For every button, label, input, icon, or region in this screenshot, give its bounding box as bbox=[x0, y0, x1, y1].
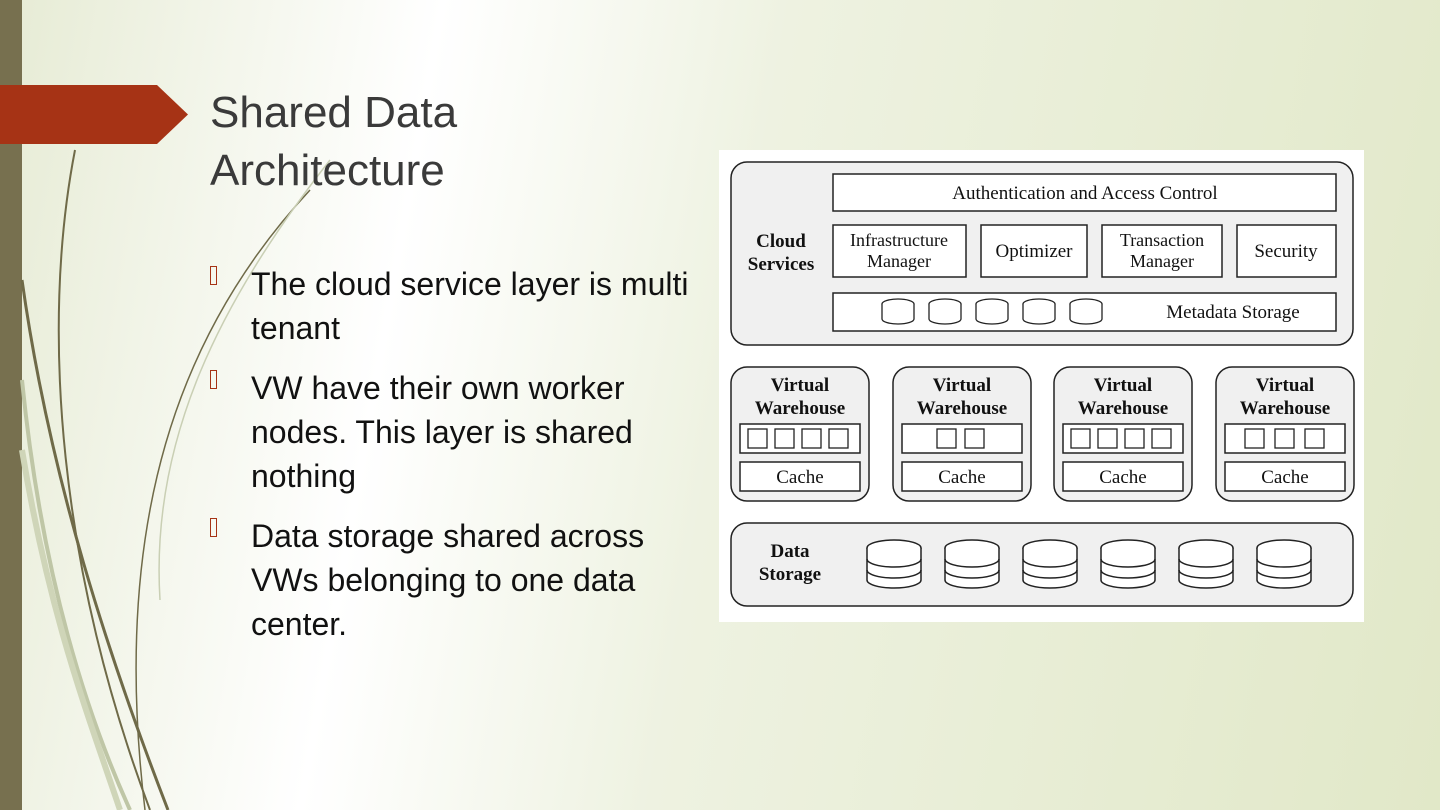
virtual-warehouse-layer: Virtual Warehouse Cache Virtual Warehous… bbox=[730, 366, 1355, 502]
virtual-warehouse-3: Virtual Warehouse Cache bbox=[1053, 366, 1193, 502]
transaction-manager-box bbox=[1101, 224, 1223, 278]
slide-title: Shared Data Architecture bbox=[210, 84, 670, 200]
cache-label: Cache bbox=[1099, 467, 1146, 488]
worker-node bbox=[747, 428, 768, 449]
optimizer-label: Optimizer bbox=[995, 241, 1073, 262]
storage-disk-icon bbox=[1178, 539, 1234, 589]
title-accent-tab bbox=[0, 85, 188, 144]
worker-node bbox=[1151, 428, 1172, 449]
security-box bbox=[1236, 224, 1337, 278]
security-label: Security bbox=[1254, 241, 1318, 262]
cache-label: Cache bbox=[938, 467, 985, 488]
worker-node bbox=[801, 428, 822, 449]
bullet-item: The cloud service layer is multi tenant bbox=[210, 262, 690, 350]
optimizer-box bbox=[980, 224, 1088, 278]
metadata-cylinder-icon bbox=[975, 298, 1009, 325]
metadata-cylinder-icon bbox=[928, 298, 962, 325]
cloud-services-label-2: Services bbox=[748, 254, 814, 275]
bullet-text: The cloud service layer is multi tenant bbox=[251, 266, 689, 346]
warehouse-label-2: Warehouse bbox=[1240, 398, 1330, 419]
worker-node bbox=[936, 428, 957, 449]
bullet-item: VW have their own worker nodes. This lay… bbox=[210, 366, 690, 498]
transaction-manager-label-1: Transaction bbox=[1120, 230, 1204, 250]
auth-label: Authentication and Access Control bbox=[952, 183, 1217, 204]
left-accent-bar bbox=[0, 0, 22, 810]
worker-node bbox=[1124, 428, 1145, 449]
cloud-services-label-1: Cloud bbox=[756, 231, 806, 252]
bullet-text: Data storage shared across VWs belonging… bbox=[251, 518, 645, 642]
worker-node bbox=[1244, 428, 1265, 449]
bullet-text: VW have their own worker nodes. This lay… bbox=[251, 370, 633, 494]
warehouse-label-2: Warehouse bbox=[917, 398, 1007, 419]
virtual-warehouse-2: Virtual Warehouse Cache bbox=[892, 366, 1032, 502]
slide-title-line-1: Shared Data bbox=[210, 88, 458, 137]
warehouse-label-1: Virtual bbox=[1256, 375, 1314, 396]
virtual-warehouse-1: Virtual Warehouse Cache bbox=[730, 366, 870, 502]
architecture-diagram: Cloud Services Authentication and Access… bbox=[719, 150, 1364, 622]
data-storage-label-2: Storage bbox=[759, 564, 821, 585]
worker-node bbox=[828, 428, 849, 449]
cache-label: Cache bbox=[1261, 467, 1308, 488]
worker-node bbox=[1274, 428, 1295, 449]
cache-box bbox=[1224, 461, 1346, 492]
bullet-marker-icon bbox=[210, 518, 217, 537]
worker-node bbox=[1097, 428, 1118, 449]
storage-disk-icon bbox=[1022, 539, 1078, 589]
auth-box bbox=[832, 173, 1337, 212]
data-storage-label-1: Data bbox=[770, 541, 810, 562]
worker-node bbox=[1070, 428, 1091, 449]
slide-title-line-2: Architecture bbox=[210, 146, 445, 195]
decorative-swoosh-lines bbox=[19, 149, 331, 810]
storage-disk-icon bbox=[866, 539, 922, 589]
storage-disk-icon bbox=[1100, 539, 1156, 589]
warehouse-label-2: Warehouse bbox=[1078, 398, 1168, 419]
bullet-item: Data storage shared across VWs belonging… bbox=[210, 514, 690, 646]
worker-node bbox=[1304, 428, 1325, 449]
cache-box bbox=[739, 461, 861, 492]
cache-box bbox=[1062, 461, 1184, 492]
worker-nodes-box bbox=[901, 423, 1023, 454]
cache-box bbox=[901, 461, 1023, 492]
worker-node bbox=[964, 428, 985, 449]
cloud-services-layer: Cloud Services Authentication and Access… bbox=[730, 161, 1354, 346]
architecture-diagram-svg: Cloud Services Authentication and Access… bbox=[730, 161, 1355, 607]
metadata-cylinder-icon bbox=[1069, 298, 1103, 325]
cache-label: Cache bbox=[776, 467, 823, 488]
metadata-cylinder-icon bbox=[881, 298, 915, 325]
warehouse-label-1: Virtual bbox=[1094, 375, 1152, 396]
bullet-list: The cloud service layer is multi tenant … bbox=[210, 262, 690, 662]
metadata-cylinder-icon bbox=[1022, 298, 1056, 325]
bullet-marker-icon bbox=[210, 266, 217, 285]
storage-disk-icon bbox=[1256, 539, 1312, 589]
bullet-marker-icon bbox=[210, 370, 217, 389]
infrastructure-manager-label-1: Infrastructure bbox=[850, 230, 948, 250]
worker-node bbox=[774, 428, 795, 449]
transaction-manager-label-2: Manager bbox=[1130, 251, 1194, 271]
infrastructure-manager-label-2: Manager bbox=[867, 251, 931, 271]
storage-disk-icon bbox=[944, 539, 1000, 589]
infrastructure-manager-box bbox=[832, 224, 967, 278]
warehouse-label-2: Warehouse bbox=[755, 398, 845, 419]
warehouse-label-1: Virtual bbox=[771, 375, 829, 396]
metadata-storage-label: Metadata Storage bbox=[1166, 302, 1299, 323]
data-storage-layer: Data Storage bbox=[730, 522, 1354, 607]
virtual-warehouse-4: Virtual Warehouse Cache bbox=[1215, 366, 1355, 502]
warehouse-label-1: Virtual bbox=[933, 375, 991, 396]
